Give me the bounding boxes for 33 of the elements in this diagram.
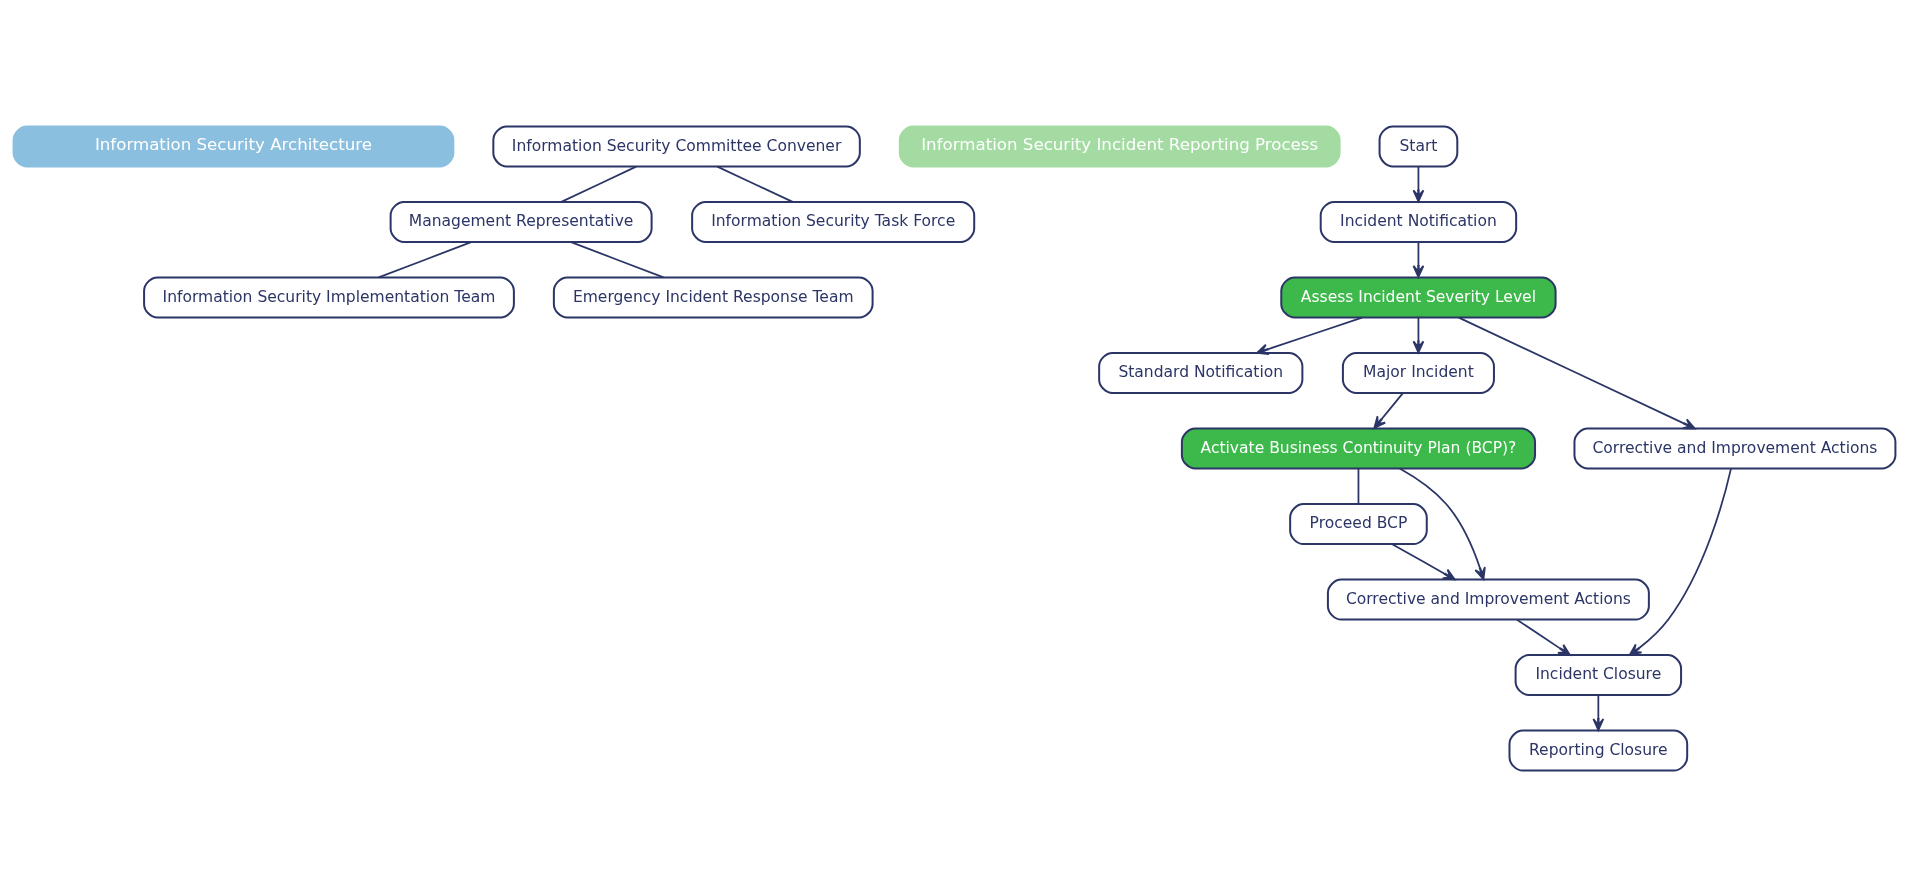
connector: [560, 165, 638, 203]
arrow: [1412, 165, 1425, 202]
node-box: Management Representative: [389, 200, 653, 243]
node-box: Corrective and Improvement Actions: [1573, 427, 1897, 469]
connector: [570, 240, 665, 278]
arrow: [1592, 694, 1605, 731]
connector: [377, 240, 473, 278]
node-box: Assess Incident Severity Level: [1280, 276, 1557, 318]
node-box: Corrective and Improvement Actions: [1326, 578, 1650, 620]
node-box: Information Security Committee Convener: [492, 124, 861, 167]
arrow: [1516, 618, 1571, 656]
arrow: [1412, 316, 1425, 353]
arrow: [1373, 391, 1404, 429]
arrow: [1628, 467, 1732, 656]
connector: [1357, 467, 1360, 504]
node-box: Incident Closure: [1514, 653, 1683, 696]
arrow: [1391, 542, 1456, 580]
arrow: [1412, 240, 1425, 278]
node-box: Standard Notification: [1098, 351, 1304, 394]
node-box: Major Incident: [1341, 351, 1495, 394]
node-box: Proceed BCP: [1289, 502, 1428, 545]
node-box: Reporting Closure: [1508, 729, 1689, 772]
arrow: [1398, 467, 1486, 580]
arrow: [1255, 316, 1363, 355]
node-box: Information Security Implementation Team: [143, 276, 515, 318]
node-box: Information Security Task Force: [691, 200, 976, 243]
node-box: Incident Notification: [1319, 200, 1518, 243]
node-box: Start: [1378, 124, 1459, 167]
node-box: Information Security Incident Reporting Process: [898, 124, 1341, 167]
node-box: Activate Business Continuity Plan (BCP)?: [1180, 427, 1537, 469]
arrow: [1457, 316, 1696, 429]
node-box: Emergency Incident Response Team: [552, 276, 874, 318]
node-box: Information Security Architecture: [12, 124, 455, 167]
